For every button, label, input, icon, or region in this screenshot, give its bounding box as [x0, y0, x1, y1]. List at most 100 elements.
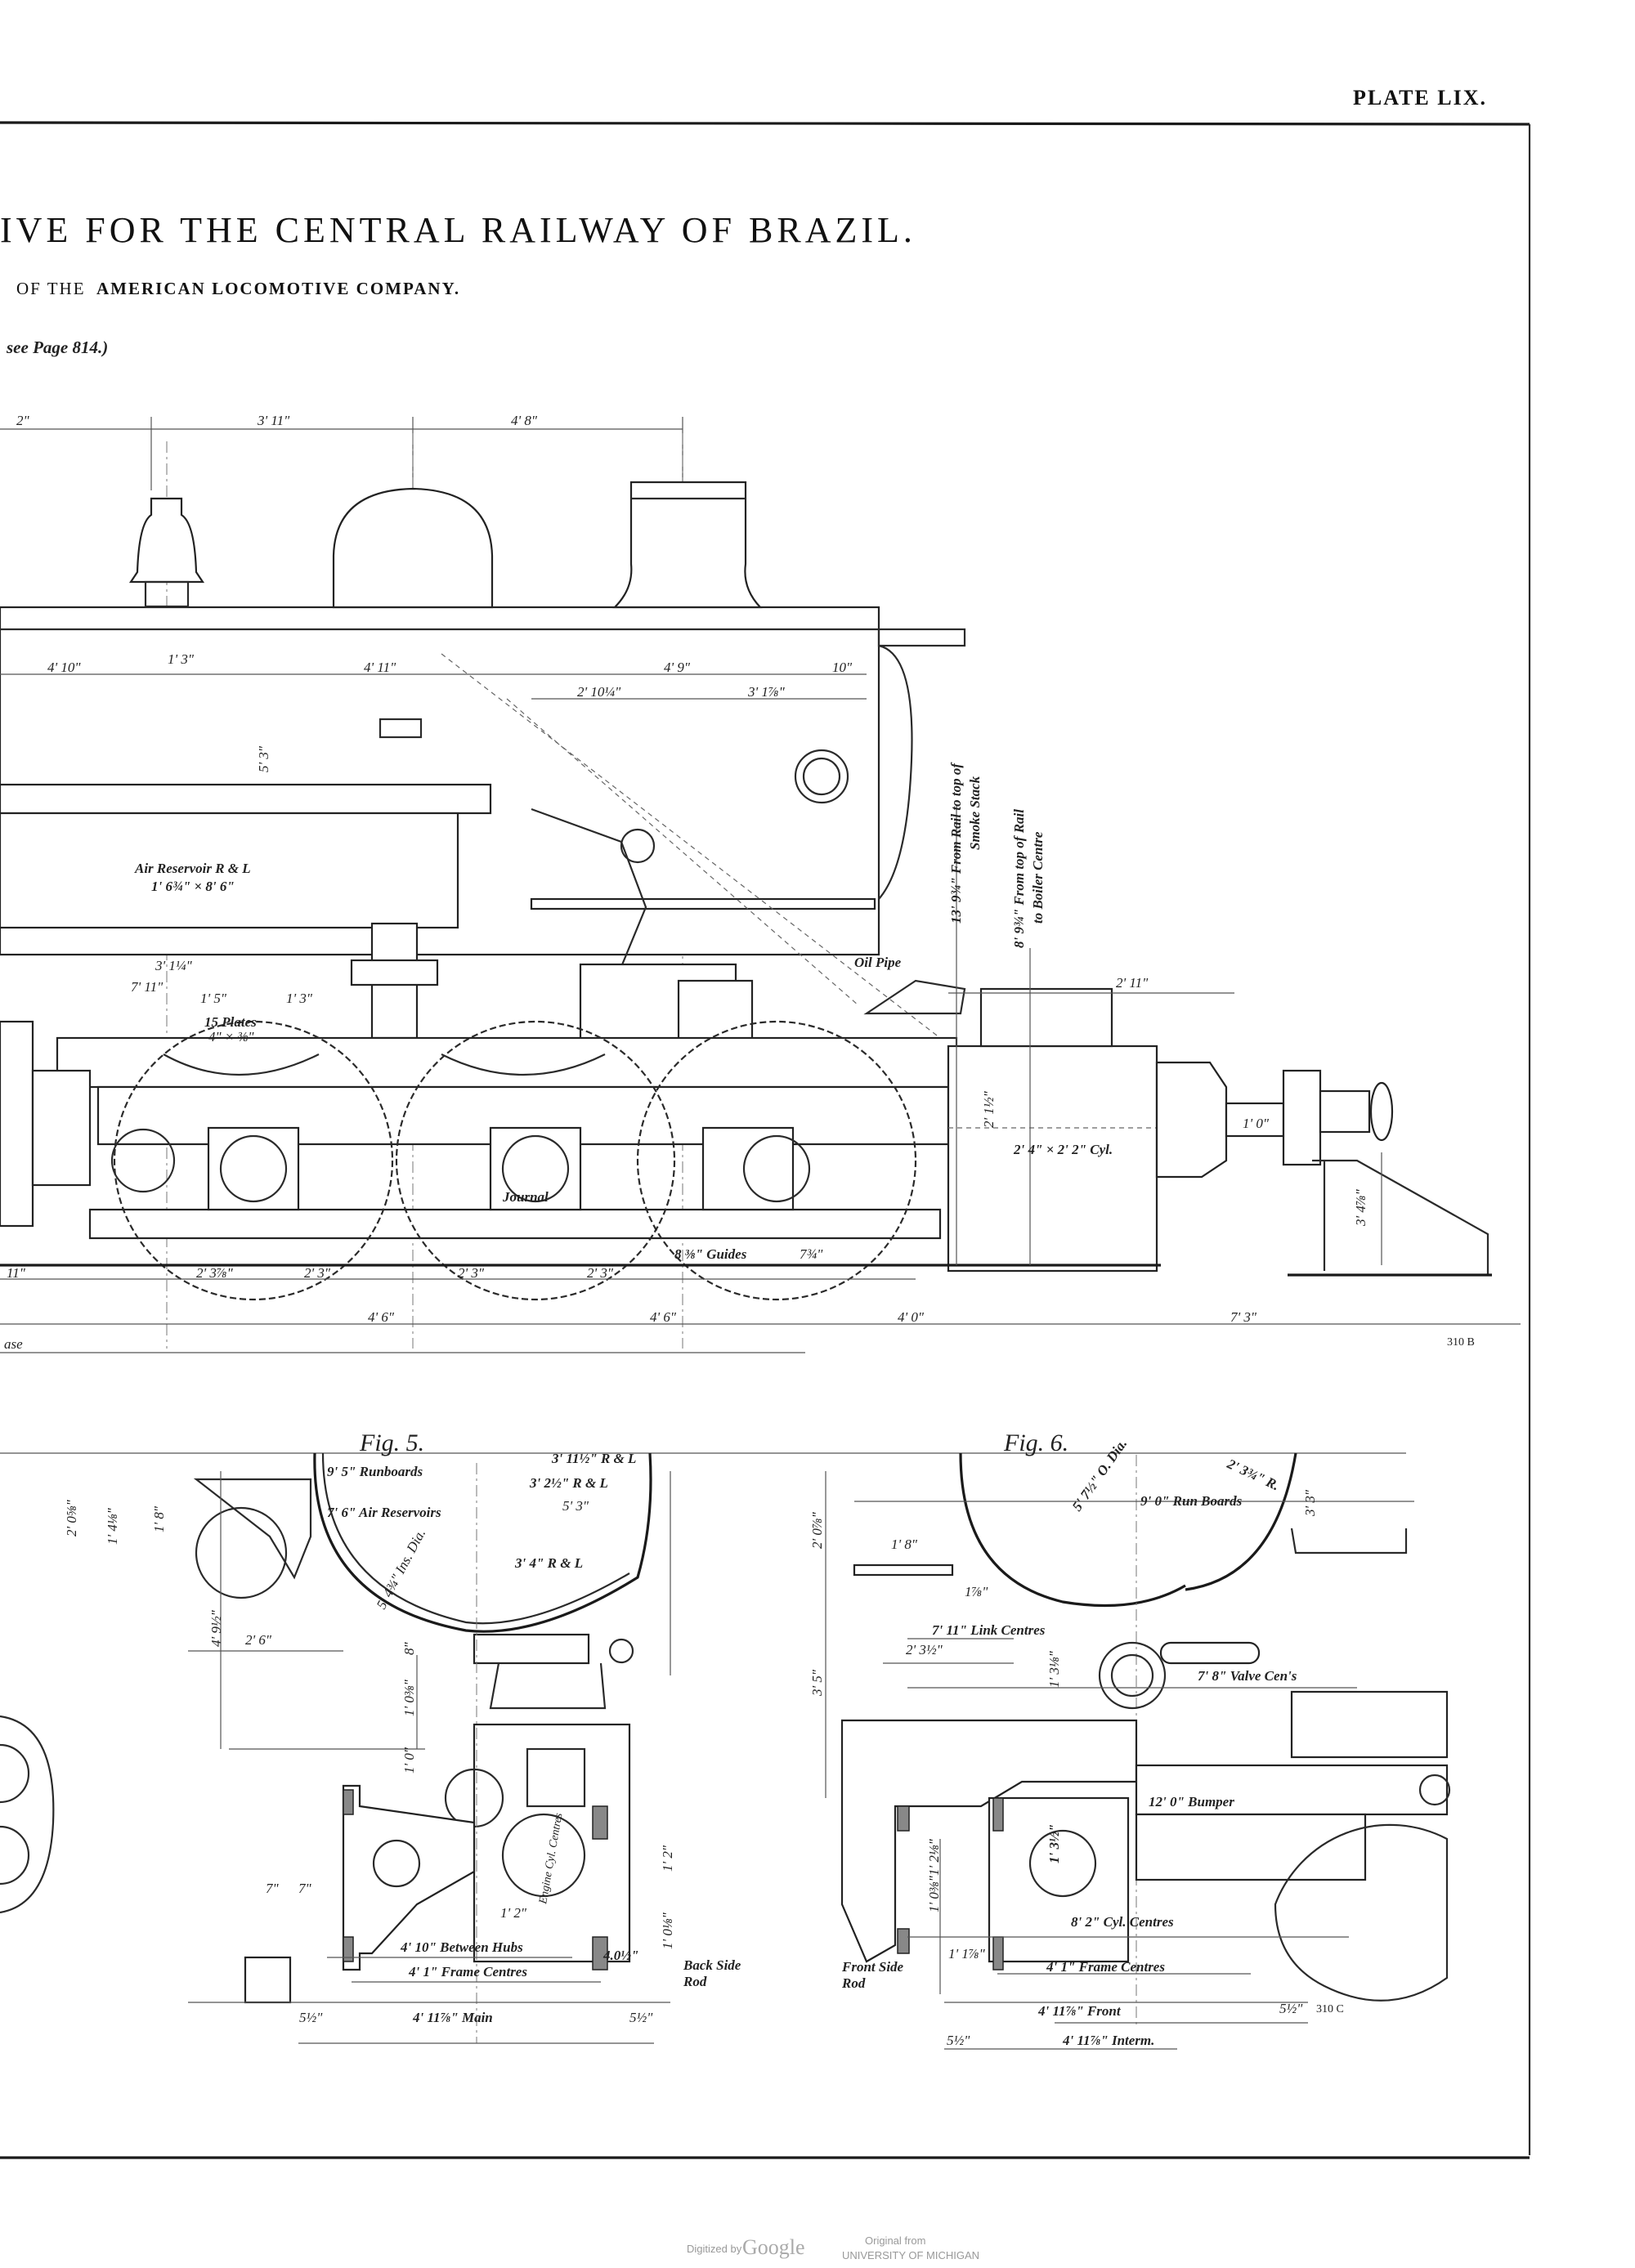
- fig5-hdim: 7": [266, 1881, 280, 1896]
- plates-label: 15 Plates: [204, 1014, 257, 1030]
- fig5-drawing: [0, 1452, 1406, 2044]
- fig5-vdim: 1' 0": [401, 1747, 417, 1774]
- fig5-hdim: 2' 6": [245, 1632, 272, 1648]
- fig6-frame-centres: 4' 1" Frame Centres: [1046, 1959, 1165, 1975]
- digitized-by-text: Digitized by: [687, 2243, 742, 2255]
- dim-label: 5' 3": [256, 745, 271, 772]
- bell: [128, 497, 205, 584]
- plate-number: PLATE LIX.: [1353, 86, 1487, 110]
- dim-label: 1' 0": [1243, 1116, 1270, 1131]
- smokestack-height-label: Smoke Stack: [967, 776, 983, 850]
- fig5-label: 5' 3": [562, 1498, 589, 1514]
- wheelbase-label: ase: [4, 1336, 23, 1352]
- fig5-labels: Fig. 5. 9' 5" Runboards 7' 6" Air Reserv…: [64, 1429, 741, 2025]
- drawing-number: 310 B: [1447, 1336, 1475, 1349]
- wheelbase-dim: 4' 0": [898, 1309, 925, 1325]
- fig5-vdim: 1' 0⅜": [401, 1679, 417, 1716]
- dim-label: 2' 3": [587, 1265, 614, 1281]
- fig6-vdim: 1' 3⅛": [1046, 1650, 1062, 1688]
- air-reservoir-size: 1' 6¾" × 8' 6": [151, 879, 235, 894]
- dim-label: 3' 4⅞": [1353, 1188, 1368, 1227]
- drawing-number: 310 C: [1316, 2003, 1344, 2015]
- dim-label: 1' 3": [286, 991, 313, 1006]
- fig5-vdim: 1' 2": [660, 1845, 675, 1872]
- google-logo: Google: [742, 2235, 805, 2259]
- dim-label: 2' 3": [304, 1265, 331, 1281]
- fig5-label: 7' 6" Air Reservoirs: [327, 1505, 441, 1520]
- fig6-label: 2' 3½": [906, 1642, 943, 1657]
- fig6-label: 9' 0" Run Boards: [1140, 1493, 1243, 1509]
- subtitle-company: AMERICAN LOCOMOTIVE COMPANY.: [96, 279, 460, 298]
- wheelbase-dim: 7' 3": [1230, 1309, 1257, 1325]
- fig5-vdim: 1' 0⅛": [660, 1912, 675, 1949]
- fig5-label: 3' 11½" R & L: [551, 1451, 636, 1466]
- boiler-centre-label: to Boiler Centre: [1030, 831, 1046, 924]
- fig5-label: 3' 2½" R & L: [529, 1475, 608, 1491]
- page-frame: [0, 121, 1531, 2159]
- dim-label: 2": [16, 413, 30, 428]
- dim-label: 1' 5": [200, 991, 227, 1006]
- dim-label: 11": [7, 1265, 26, 1281]
- dim-label: 3' 11": [257, 413, 290, 428]
- dim-label: 4' 10": [47, 660, 81, 675]
- between-hubs-label: 4' 10" Between Hubs: [400, 1939, 523, 1955]
- fig6-vdim: 1' 2⅛": [926, 1838, 942, 1876]
- fig5-hdim: 7": [298, 1881, 312, 1896]
- dim-label: 1' 3": [168, 651, 195, 667]
- dim-label: 4' 11": [364, 660, 396, 675]
- oil-pipe-label: Oil Pipe: [854, 955, 902, 970]
- fig6-label: 2' 3¾" R.: [1224, 1456, 1282, 1493]
- back-side-rod-label: Back Side: [683, 1957, 741, 1973]
- fig6-label: 7' 11" Link Centres: [932, 1622, 1046, 1638]
- steam-dome: [332, 487, 494, 609]
- dim-label: 4' 9": [664, 660, 691, 675]
- fig5-vdim: 1' 8": [151, 1505, 167, 1532]
- fig6-label: 8' 2" Cyl. Centres: [1071, 1914, 1174, 1930]
- air-reservoir-label: Air Reservoir R & L: [134, 861, 251, 876]
- fig5-vdim: 4' 9½": [208, 1609, 224, 1647]
- subtitle-prefix: OF THE: [16, 279, 86, 298]
- university-text: UNIVERSITY OF MICHIGAN: [842, 2249, 979, 2261]
- hub-dim: 4.0½": [602, 1948, 638, 1963]
- fig6-label: 7' 8" Valve Cen's: [1198, 1668, 1297, 1684]
- dim-label: 3' 1¼": [155, 958, 193, 973]
- fig6-label: 12' 0" Bumper: [1149, 1794, 1234, 1809]
- wheelbase-dim: 4' 6": [650, 1309, 677, 1325]
- fig6-label: 1⅞": [965, 1584, 988, 1599]
- front-dim: 4' 11⅞" Front: [1037, 2003, 1122, 2019]
- smoke-stack: [612, 481, 763, 609]
- dim-label: 3' 1⅞": [747, 684, 786, 700]
- fig5-main-dim: 5½": [299, 2010, 323, 2025]
- boiler-centre-label: 8' 9¾" From top of Rail: [1011, 809, 1027, 948]
- cylinder: [947, 1045, 1158, 1273]
- smokestack-height-label: 13' 9¾" From Rail to top of: [948, 762, 964, 924]
- dim-label: 7¾": [800, 1246, 823, 1262]
- fig6-vdim: 1' 0⅜": [926, 1875, 942, 1912]
- fig5-main-dim: 5½": [629, 2010, 653, 2025]
- driving-wheel: [395, 1020, 676, 1301]
- fig6-title: Fig. 6.: [1003, 1429, 1068, 1456]
- fig5-frame-centres: 4' 1" Frame Centres: [408, 1964, 527, 1979]
- back-side-rod-label: Rod: [683, 1974, 707, 1989]
- dim-label: 2' 3⅞": [196, 1265, 234, 1281]
- page-reference: see Page 814.): [6, 338, 108, 357]
- side-elevation: [0, 417, 1521, 1353]
- rod-dim: 1' 1⅞": [948, 1946, 986, 1962]
- front-offset-dim: 5½": [1279, 2001, 1303, 2016]
- fig5-title: Fig. 5.: [359, 1429, 424, 1456]
- front-side-rod-label: Front Side: [841, 1959, 904, 1975]
- fig5-hdim: 1' 2": [500, 1905, 527, 1921]
- interm-dim: 4' 11⅞" Interm.: [1062, 2033, 1154, 2048]
- dim-label: 2' 10¼": [577, 684, 621, 700]
- fig5-vdim: 8": [401, 1642, 417, 1656]
- dim-label: 2' 11": [1116, 975, 1149, 991]
- fig6-label: 5' 7½" O. Dia.: [1069, 1436, 1131, 1514]
- dim-label: 10": [832, 660, 853, 675]
- wheelbase-dim: 4' 6": [368, 1309, 395, 1325]
- dim-label: 2' 1½": [981, 1090, 997, 1128]
- fig6-vdim: 2' 0⅞": [809, 1511, 825, 1549]
- plates-size: 4" × ⅜": [208, 1029, 254, 1045]
- front-side-rod-label: Rod: [841, 1975, 866, 1991]
- dim-label: 7' 11": [131, 979, 164, 995]
- original-from-text: Original from: [865, 2234, 925, 2247]
